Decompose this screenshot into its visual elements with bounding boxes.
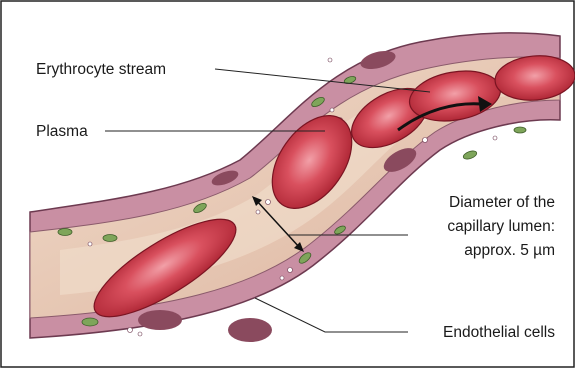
label-plasma: Plasma [36,123,88,140]
leader-endothelial [255,298,408,332]
label-diameter-line1: Diameter of the [449,194,555,211]
label-endothelial-cells: Endothelial cells [443,324,555,341]
label-diameter-line3: approx. 5 µm [464,242,555,259]
label-diameter-line2: capillary lumen: [447,218,555,235]
endothelial-nucleus [138,310,182,330]
endothelial-nucleus [228,318,272,342]
label-erythrocyte-stream: Erythrocyte stream [36,61,166,78]
